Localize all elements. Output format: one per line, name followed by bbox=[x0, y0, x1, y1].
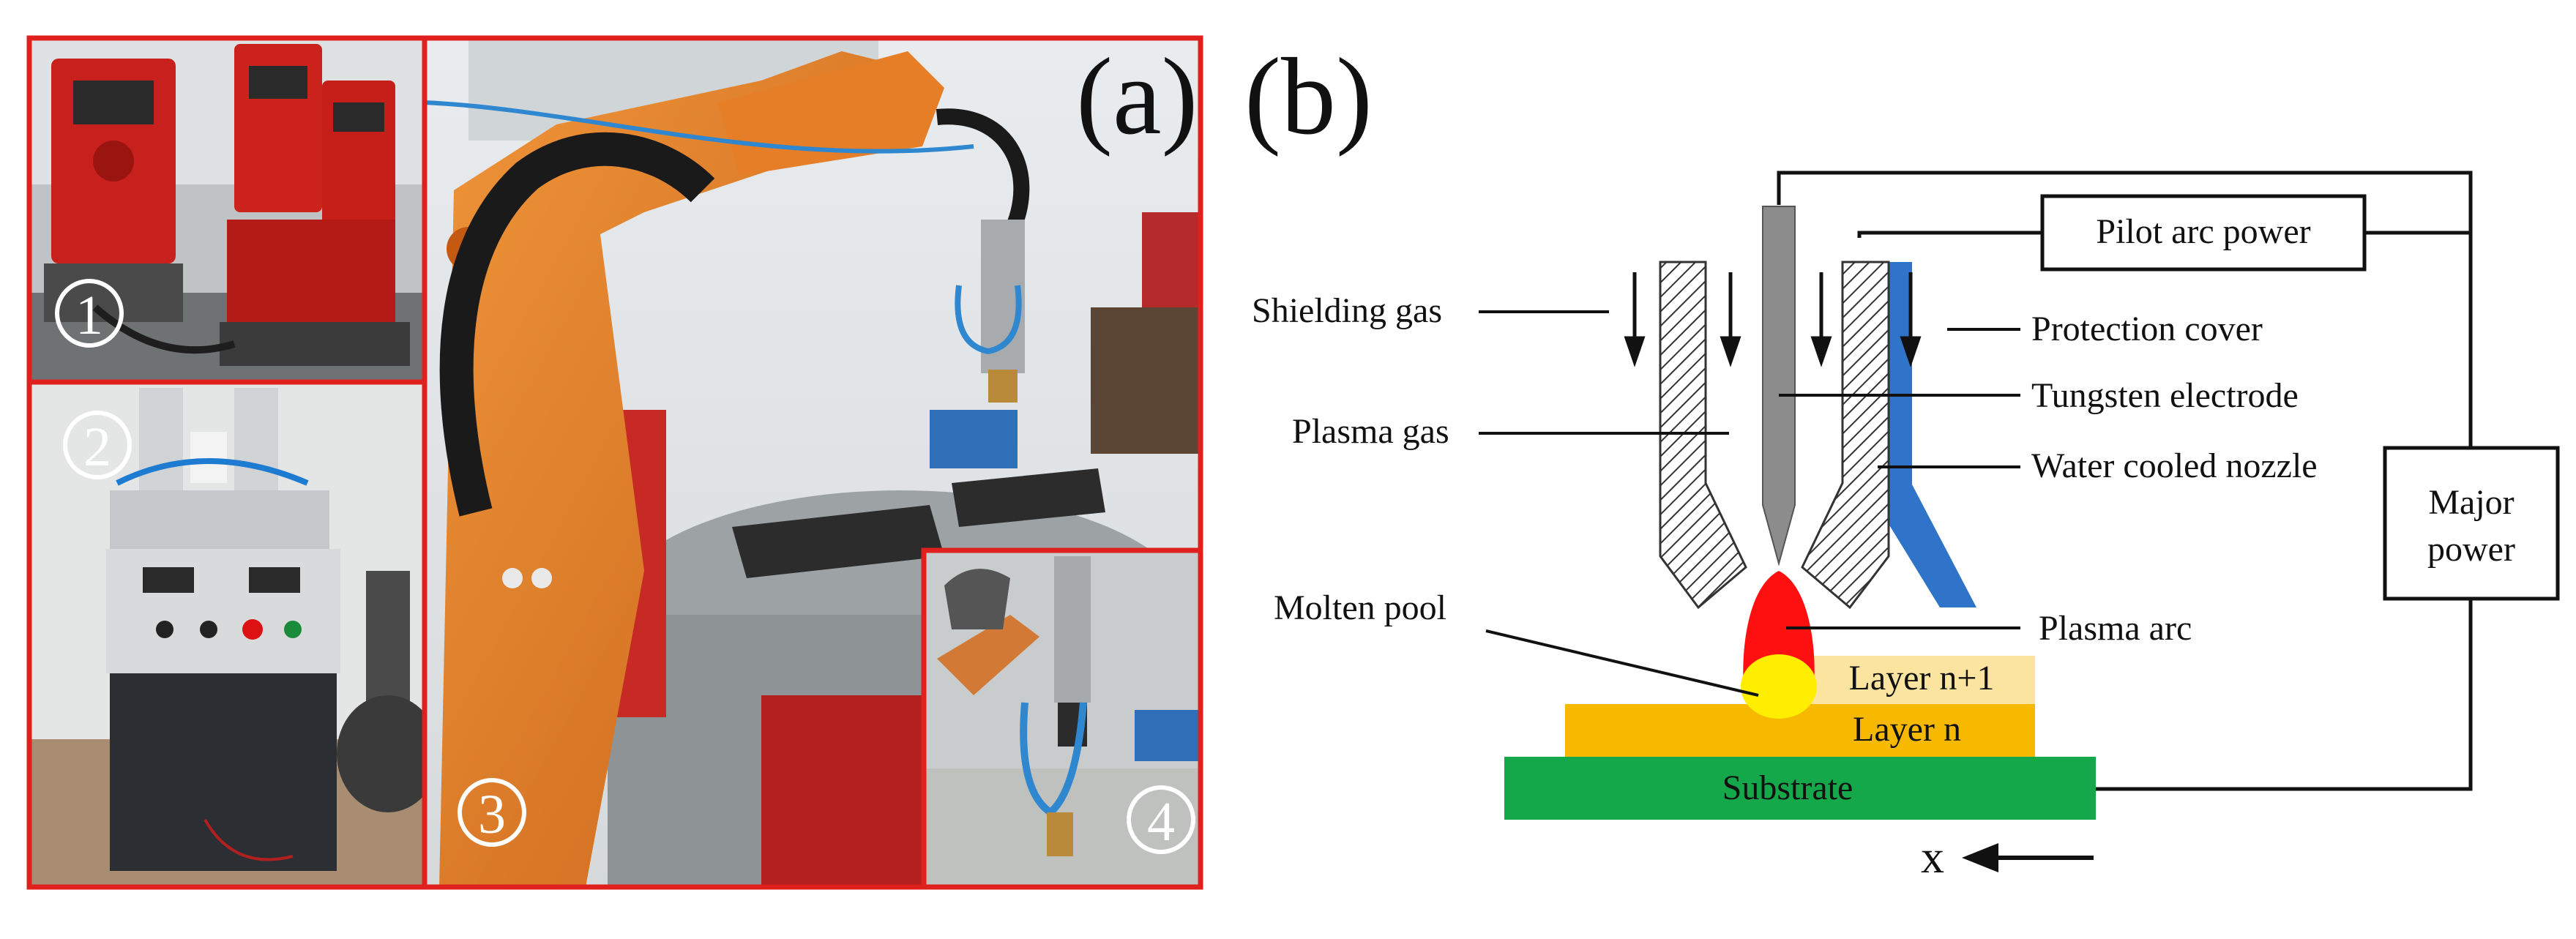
major-power-label-1: Major bbox=[2428, 483, 2514, 522]
circuit-wires bbox=[1777, 171, 2473, 791]
panel-a-photo: 1 2 3 4 (a) bbox=[26, 35, 1203, 890]
pilot-arc-power-box: Pilot arc power bbox=[2040, 194, 2367, 272]
nozzle-right bbox=[1801, 261, 1890, 610]
tungsten-electrode bbox=[1762, 206, 1796, 566]
panel-a-label: (a) bbox=[1076, 36, 1198, 157]
svg-text:3: 3 bbox=[478, 784, 506, 845]
water-cooled-nozzle-label: Water cooled nozzle bbox=[2031, 446, 2318, 485]
svg-text:2: 2 bbox=[83, 416, 111, 478]
svg-text:4: 4 bbox=[1147, 791, 1175, 853]
marker-4: 4 bbox=[1127, 785, 1195, 854]
leader-lines bbox=[1479, 310, 2020, 697]
direction-arrow-head bbox=[1962, 843, 1998, 872]
gas-flow-arrows bbox=[1624, 272, 1922, 367]
layer-n1 bbox=[1805, 656, 2035, 704]
svg-text:1: 1 bbox=[75, 285, 103, 346]
panel-b-schematic: (b) Pilot arc power Major power bbox=[1244, 36, 2560, 883]
tungsten-electrode-label: Tungsten electrode bbox=[2031, 376, 2299, 415]
photo-1-power-sources bbox=[29, 38, 425, 382]
plasma-arc-label: Plasma arc bbox=[2039, 609, 2192, 648]
shielding-gas-label: Shielding gas bbox=[1252, 291, 1442, 330]
molten-pool bbox=[1741, 654, 1817, 719]
protection-cover-left bbox=[1869, 262, 1976, 607]
protection-cover-label: Protection cover bbox=[2031, 310, 2263, 348]
substrate bbox=[1504, 757, 2096, 820]
marker-1: 1 bbox=[55, 279, 124, 348]
major-power-box: Major power bbox=[2383, 446, 2560, 601]
major-power-label-2: power bbox=[2427, 530, 2515, 569]
direction-indicator: x bbox=[1921, 831, 2094, 883]
marker-2: 2 bbox=[63, 411, 132, 479]
photo-2-gas-control bbox=[29, 382, 439, 887]
direction-label: x bbox=[1921, 831, 1944, 883]
layer-n-label: Layer n bbox=[1853, 710, 1961, 749]
plasma-gas-label: Plasma gas bbox=[1292, 412, 1449, 451]
marker-3: 3 bbox=[458, 778, 526, 847]
photo-frames bbox=[26, 35, 1203, 890]
pilot-arc-power-label: Pilot arc power bbox=[2096, 212, 2310, 251]
layer-n1-label: Layer n+1 bbox=[1849, 659, 1995, 697]
substrate-label: Substrate bbox=[1722, 768, 1853, 807]
panel-b-label: (b) bbox=[1244, 36, 1373, 157]
molten-pool-label: Molten pool bbox=[1274, 588, 1446, 627]
